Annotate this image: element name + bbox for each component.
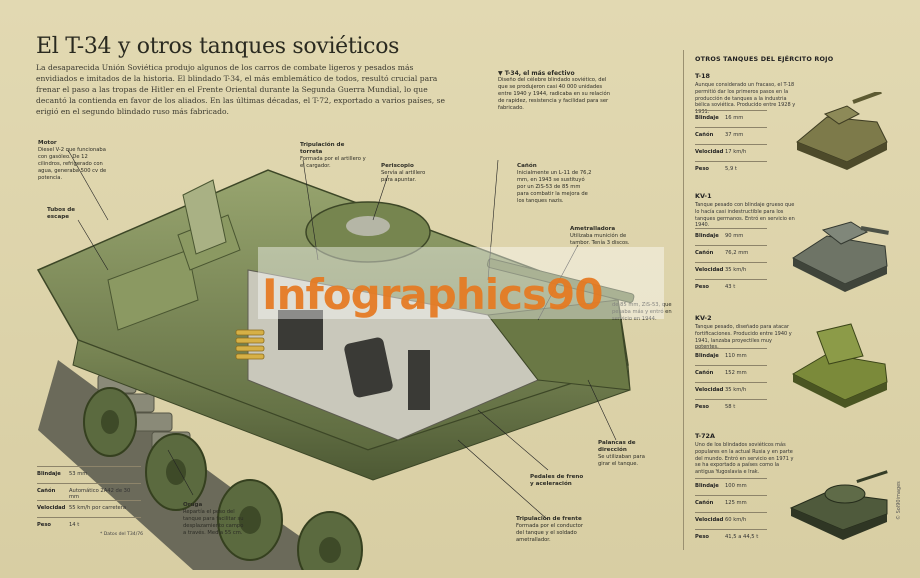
tank-illustration-t72a [789, 470, 888, 540]
tank-illustration-t18 [796, 92, 888, 170]
tank-illustration-kv1 [791, 221, 889, 292]
tank-description: Tanque pesado con blindaje grueso que lo… [695, 202, 795, 229]
page-title: El T-34 y otros tanques soviéticos [36, 34, 400, 59]
tank-name: KV-1 [695, 192, 712, 200]
tank-entry-kv2: KV-2 Tanque pesado, diseñado para atacar… [695, 314, 891, 410]
callout-pedals: Pedales de freno y aceleración [530, 474, 584, 487]
sidebar-title: OTROS TANQUES DEL EJÉRCITO ROJO [695, 55, 834, 63]
tank-description: Aunque considerado un fracaso, el T-18 p… [695, 82, 796, 116]
tank-entry-kv1: KV-1 Tanque pesado con blindaje grueso q… [695, 192, 891, 292]
t34-specs-note: * Datos del T34/76 [100, 532, 144, 537]
t34-lead-heading: ▼ T-34, el más efectivo [498, 70, 575, 77]
t34-lead: ▼ T-34, el más efectivo Diseño del céleb… [498, 70, 616, 112]
callout-gun-note: de 85 mm, ZiS-53, que pesaba más y entró… [612, 302, 672, 322]
open-hatch [182, 179, 227, 255]
tank-name: T-18 [695, 72, 710, 80]
t34-lead-text: Diseño del célebre blindado soviético, d… [498, 77, 610, 111]
image-credit: © Sol90images [896, 481, 902, 520]
tank-entry-t72a: T-72A Uno de los blindados soviéticos má… [695, 432, 891, 540]
intro-paragraph: La desaparecida Unión Soviética produjo … [36, 63, 445, 116]
tank-description: Tanque pesado, diseñado para atacar fort… [695, 324, 792, 351]
sidebar-divider [683, 50, 684, 550]
t34-cutaway-illustration [36, 150, 635, 570]
watermark-text: Infographics90 [262, 270, 603, 319]
other-tanks-sidebar: OTROS TANQUES DEL EJÉRCITO ROJO T-18 Aun… [683, 42, 893, 562]
callout-exhaust: Tubos de escape [47, 207, 76, 220]
tank-description: Uno de los blindados soviéticos más popu… [695, 442, 794, 476]
gun-barrel [486, 258, 635, 304]
tank-entry-t18: T-18 Aunque considerado un fracaso, el T… [695, 72, 891, 172]
tank-illustration-kv2 [791, 323, 888, 408]
tank-name: KV-2 [695, 314, 712, 322]
watermark-band [258, 247, 664, 319]
tank-name: T-72A [695, 432, 715, 440]
